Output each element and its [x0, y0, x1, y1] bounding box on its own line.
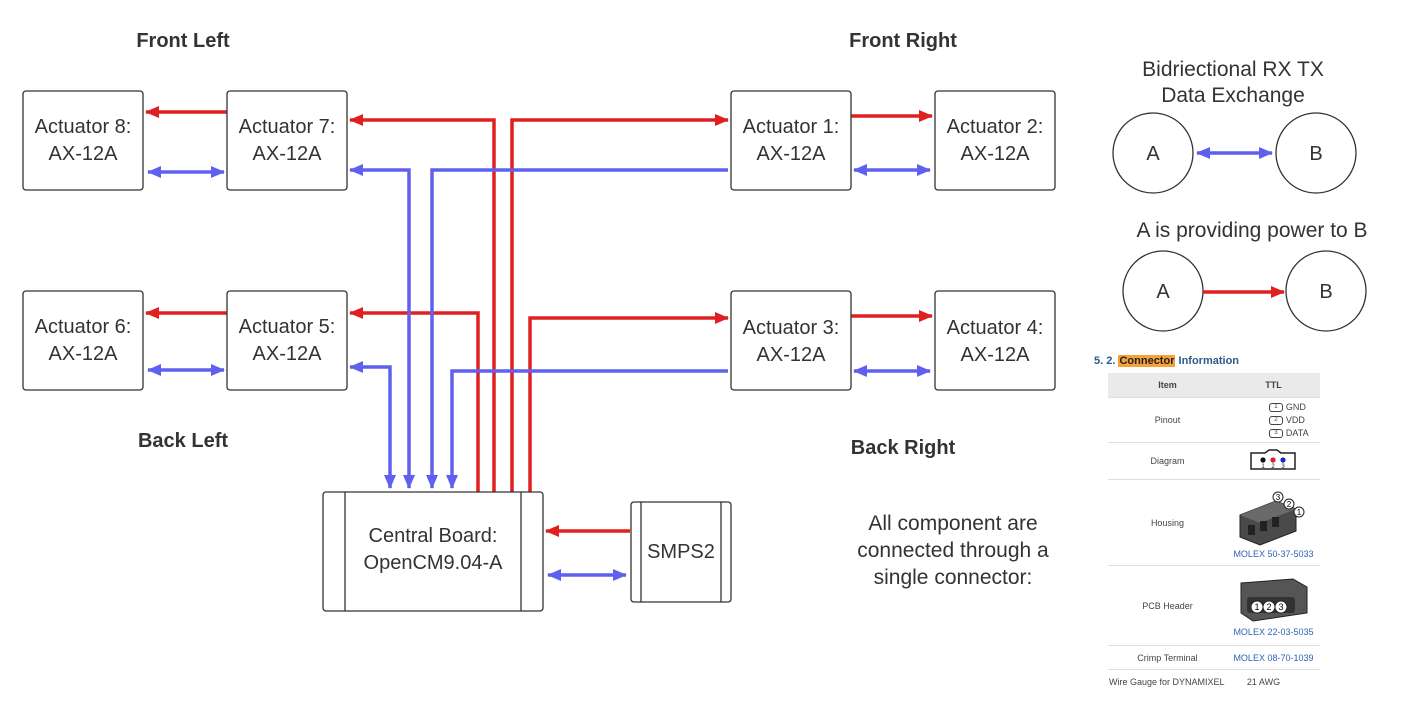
pcb-header-cell: 1 2 3 MOLEX 22-03-5035: [1226, 565, 1320, 646]
actuator-5-box: [226, 290, 348, 391]
svg-text:3: 3: [1276, 493, 1281, 502]
note-line1: All component are: [868, 512, 1037, 535]
actuator-4-model: AX-12A: [961, 344, 1031, 366]
legend-data-node-a: [1112, 112, 1194, 194]
data-wire-board-a1: [426, 168, 728, 489]
actuator-7-model: AX-12A: [253, 143, 323, 165]
connector-diagram-icon: 1 2 3: [1226, 442, 1320, 480]
svg-text:1: 1: [1297, 508, 1302, 517]
svg-text:2: 2: [1267, 602, 1272, 612]
pcb-header-image: 1 2 3: [1240, 577, 1308, 622]
svg-text:2: 2: [1287, 500, 1292, 509]
smps-label: SMPS2: [647, 541, 715, 563]
legend-power-b-label: B: [1319, 281, 1332, 303]
central-board-box: [322, 491, 544, 612]
pcb-header-row: PCB Header 1 2 3 MOLEX 22-03-5035: [1108, 565, 1320, 646]
pcb-header-label: PCB Header: [1108, 565, 1227, 646]
svg-text:3: 3: [1279, 602, 1284, 612]
col-ttl-header: TTL: [1226, 373, 1320, 398]
legend-data-title-line2: Data Exchange: [1161, 84, 1305, 107]
actuator-3-name: Actuator 3:: [743, 317, 840, 339]
pcb-header-part[interactable]: MOLEX 22-03-5035: [1233, 626, 1314, 637]
legend-power-node-b: [1285, 250, 1367, 332]
power-wire-board-a7: [349, 114, 496, 492]
back-right-title: Back Right: [851, 437, 956, 459]
actuator-7-box: [226, 90, 348, 191]
actuator-1-box: [730, 90, 852, 191]
wire-value: 21 AWG: [1226, 669, 1320, 694]
actuator-8-model: AX-12A: [49, 143, 119, 165]
actuator-3-box: [730, 290, 852, 391]
front-left-title: Front Left: [136, 30, 230, 52]
legend-data-b-label: B: [1309, 143, 1322, 165]
col-item-header: Item: [1108, 373, 1227, 398]
actuator-1-name: Actuator 1:: [743, 116, 840, 138]
data-wire-board-a5: [349, 361, 396, 489]
data-wire-board-a7: [349, 164, 415, 489]
legend-data-title-line1: Bidriectional RX TX: [1142, 58, 1324, 81]
actuator-5-model: AX-12A: [253, 343, 323, 365]
wire-label: Wire Gauge for DYNAMIXEL: [1108, 669, 1227, 694]
crimp-part[interactable]: MOLEX 08-70-1039: [1226, 645, 1320, 670]
legend-power-a-label: A: [1156, 281, 1170, 303]
heading-highlight: Connector: [1118, 355, 1176, 367]
smps-box: [630, 501, 732, 603]
actuator-6-model: AX-12A: [49, 343, 119, 365]
crimp-label: Crimp Terminal: [1108, 645, 1227, 670]
actuator-3-model: AX-12A: [757, 344, 827, 366]
diagram-label: Diagram: [1108, 442, 1227, 480]
legend-power-title: A is providing power to B: [1136, 219, 1367, 242]
back-left-title: Back Left: [138, 430, 228, 452]
wire-row: Wire Gauge for DYNAMIXEL 21 AWG: [1108, 669, 1320, 694]
svg-text:1: 1: [1255, 602, 1260, 612]
actuator-4-box: [934, 290, 1056, 391]
crimp-row: Crimp Terminal MOLEX 08-70-1039: [1108, 645, 1320, 670]
housing-label: Housing: [1108, 479, 1227, 566]
legend-data-a-label: A: [1146, 143, 1160, 165]
actuator-2-box: [934, 90, 1056, 191]
power-wire-board-a3: [528, 312, 729, 492]
power-wire-board-a5: [349, 307, 480, 492]
housing-part[interactable]: MOLEX 50-37-5033: [1233, 548, 1314, 559]
svg-text:3: 3: [1282, 464, 1286, 470]
housing-row: Housing 3 2 1 MOLEX 50-37-5033: [1108, 479, 1320, 566]
actuator-4-name: Actuator 4:: [947, 317, 1044, 339]
legend-data-node-b: [1275, 112, 1357, 194]
connector-info-heading: 5. 2. Connector Information: [1094, 355, 1334, 367]
note-line2: connected through a: [857, 539, 1049, 562]
pinout-label: Pinout: [1108, 397, 1227, 443]
actuator-5-name: Actuator 5:: [239, 316, 336, 338]
actuator-7-name: Actuator 7:: [239, 116, 336, 138]
housing-image: 3 2 1: [1239, 491, 1305, 546]
heading-prefix: 5. 2.: [1094, 355, 1119, 367]
data-wire-board-a3: [446, 369, 728, 489]
central-board-model: OpenCM9.04-A: [364, 552, 504, 574]
actuator-8-name: Actuator 8:: [35, 116, 132, 138]
front-right-title: Front Right: [849, 30, 957, 52]
actuator-2-model: AX-12A: [961, 143, 1031, 165]
note-line3: single connector:: [874, 566, 1033, 589]
svg-text:2: 2: [1272, 464, 1276, 470]
actuator-6-name: Actuator 6:: [35, 316, 132, 338]
power-wire-board-a1: [510, 114, 729, 492]
connector-info-panel: 5. 2. Connector Information Item TTL Pin…: [1094, 355, 1334, 694]
actuator-6-box: [22, 290, 144, 391]
actuator-8-box: [22, 90, 144, 191]
housing-cell: 3 2 1 MOLEX 50-37-5033: [1226, 479, 1320, 566]
heading-suffix: Information: [1175, 355, 1240, 367]
svg-text:1: 1: [1262, 464, 1266, 470]
actuator-2-name: Actuator 2:: [947, 116, 1044, 138]
actuator-1-model: AX-12A: [757, 143, 827, 165]
central-board-name: Central Board:: [369, 525, 498, 547]
diagram-row: Diagram 1 2 3: [1108, 442, 1320, 480]
